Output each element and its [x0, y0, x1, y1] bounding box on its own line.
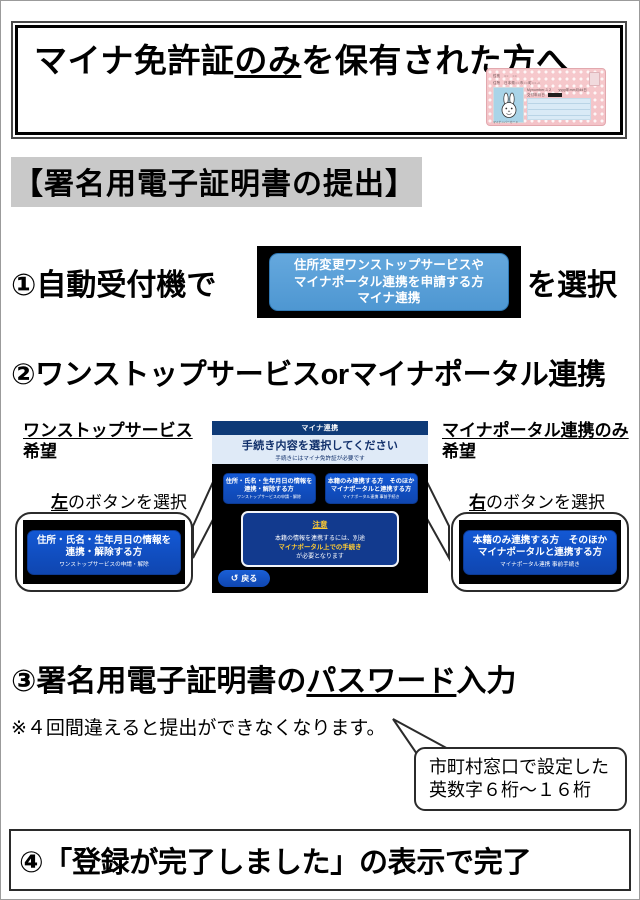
onestop-service-button-line3: ワンストップサービスの申請・解除: [237, 494, 301, 500]
rabbit-icon: [501, 92, 516, 118]
myna-portal-button-line3: マイナポータル連携 事前手続き: [342, 494, 400, 500]
step-2-diagram: ワンストップサービス 希望 左のボタンを選択 マイナポータル連携のみ 希望 右の…: [1, 416, 640, 616]
card-chip-icon: [589, 72, 600, 86]
card-address-line: 住所 日本県○○市○○町○○-○: [493, 81, 541, 85]
right-pick-note: 右のボタンを選択: [469, 488, 605, 513]
kiosk-screen-titlebar: マイナ連携: [212, 421, 428, 435]
card-text-area: Mynumber-1 2 yyyy年mm月dd日 交付年月日: [527, 87, 591, 121]
left-pick-note-emphasis: 左: [51, 493, 68, 512]
step-1-screen-frame: 住所変更ワンストップサービスや マイナポータル連携を申請する方 マイナ連携: [257, 246, 521, 318]
myna-portal-button-line1: 本籍のみ連携する方 そのほか: [327, 477, 415, 485]
mynumber-card-illustration: 性別 ○○ ○○ 住所 日本県○○市○○町○○-○ Mynumber-1 2 y…: [486, 68, 606, 126]
right-callout-button-line1: 本籍のみ連携する方 そのほか: [472, 534, 608, 546]
left-option-label: ワンストップサービス 希望: [23, 420, 193, 463]
password-hint-line2: 英数字６桁～１６桁: [429, 780, 591, 800]
onestop-service-button-line1: 住所・氏名・生年月日の情報を: [225, 477, 313, 485]
left-pick-note: 左のボタンを選択: [51, 488, 187, 513]
right-option-label-line2: 希望: [442, 442, 476, 462]
mynumber-link-button-line2: マイナポータル連携を申請する方: [293, 274, 485, 289]
onestop-service-button-line2: 連携・解除する方: [244, 485, 294, 493]
mynumber-link-button-line1: 住所変更ワンストップサービスや: [293, 257, 485, 272]
step-3-heading-prefix: ③署名用電子証明書の: [11, 665, 307, 698]
step-1-suffix: を選択: [527, 269, 617, 302]
right-option-label-line1: マイナポータル連携のみ: [442, 421, 629, 440]
step-1-prefix: ①自動受付機で: [11, 269, 217, 302]
myna-portal-button-line2: マイナポータルと連携する方: [330, 485, 412, 493]
right-callout-button-line3: マイナポータル連携 事前手続き: [500, 561, 580, 568]
kiosk-notice-title: 注意: [312, 519, 328, 529]
mynumber-link-button-line3: マイナ連携: [357, 291, 421, 306]
section-heading: 【署名用電子証明書の提出】: [11, 157, 422, 207]
left-pick-note-rest: のボタンを選択: [68, 493, 187, 512]
back-arrow-icon: ↺: [230, 573, 239, 583]
step-2-heading: ②ワンストップサービスorマイナポータル連携: [11, 359, 606, 391]
left-callout-button[interactable]: 住所・氏名・生年月日の情報を 連携・解除する方 ワンストップサービスの申請・解除: [27, 529, 181, 575]
step-3-heading-emphasis: パスワード: [306, 665, 457, 698]
card-redaction-bar: [548, 93, 563, 98]
step-3-heading: ③署名用電子証明書のパスワード入力: [11, 656, 516, 700]
card-photo: [493, 87, 524, 123]
card-issue-text: 交付年月日: [527, 93, 545, 97]
kiosk-screen-prompt-main: 手続き内容を選択してください: [241, 440, 399, 452]
left-callout-button-line2: 連携・解除する方: [65, 547, 143, 559]
card-name-line: 性別 ○○ ○○: [493, 74, 518, 78]
kiosk-back-button[interactable]: ↺ 戻る: [218, 570, 270, 587]
left-option-label-line2: 希望: [23, 442, 57, 462]
left-option-label-line1: ワンストップサービス: [23, 421, 193, 440]
card-issue-line: 交付年月日: [527, 92, 591, 98]
password-hint-bubble: 市町村窓口で設定した 英数字６桁～１６桁: [414, 747, 627, 811]
right-pick-note-rest: のボタンを選択: [486, 493, 605, 512]
right-callout-button-line2: マイナポータルと連携する方: [477, 547, 603, 559]
kiosk-screen-button-row: 住所・氏名・生年月日の情報を 連携・解除する方 ワンストップサービスの申請・解除…: [212, 473, 428, 504]
step-3-note: ※４回間違えると提出ができなくなります。: [11, 718, 386, 739]
card-id-text: Mynumber-1 2 yyyy年mm月dd日: [527, 88, 588, 92]
card-footnote: マイナンバーカード: [493, 120, 519, 124]
step-4-text: ④「登録が完了しました」の表示で完了: [19, 847, 532, 879]
right-pick-note-emphasis: 右: [469, 493, 486, 512]
kiosk-back-button-label: 戻る: [241, 574, 258, 583]
mynumber-link-button[interactable]: 住所変更ワンストップサービスや マイナポータル連携を申請する方 マイナ連携: [269, 253, 509, 311]
left-callout-screen: 住所・氏名・生年月日の情報を 連携・解除する方 ワンストップサービスの申請・解除: [23, 520, 185, 584]
kiosk-notice-line1: 本籍の情報を連携するには、別途: [274, 535, 365, 542]
step-1: ①自動受付機で 住所変更ワンストップサービスや マイナポータル連携を申請する方 …: [11, 246, 631, 318]
left-callout: 住所・氏名・生年月日の情報を 連携・解除する方 ワンストップサービスの申請・解除: [15, 512, 193, 592]
left-callout-button-line3: ワンストップサービスの申請・解除: [59, 561, 149, 568]
myna-portal-button[interactable]: 本籍のみ連携する方 そのほか マイナポータルと連携する方 マイナポータル連携 事…: [324, 473, 418, 504]
kiosk-screen-mock: マイナ連携 手続き内容を選択してください 手続きにはマイナ免許証が必要です 住所…: [212, 421, 428, 593]
right-callout-screen: 本籍のみ連携する方 そのほか マイナポータルと連携する方 マイナポータル連携 事…: [459, 520, 621, 584]
step-4-box: ④「登録が完了しました」の表示で完了: [9, 829, 631, 891]
kiosk-notice-line2: マイナポータル上での手続き: [278, 543, 362, 551]
card-blue-field: [527, 98, 591, 120]
password-hint-line1: 市町村窓口で設定した: [429, 756, 609, 777]
kiosk-screen-prompt-sub: 手続きにはマイナ免許証が必要です: [275, 456, 365, 462]
page-title-prefix: マイナ免許証: [34, 42, 235, 79]
title-box: マイナ免許証のみを保有された方へ 性別 ○○ ○○ 住所 日本県○○市○○町○○…: [15, 25, 623, 135]
kiosk-notice-box: 注意 本籍の情報を連携するには、別途 マイナポータル上での手続き が必要となりま…: [241, 511, 399, 567]
page-title-emphasis: のみ: [234, 42, 302, 79]
step-3-heading-suffix: 入力: [456, 665, 517, 698]
kiosk-notice-line3: が必要となります: [296, 553, 344, 560]
kiosk-screen-prompt: 手続き内容を選択してください 手続きにはマイナ免許証が必要です: [212, 435, 428, 464]
left-callout-button-line1: 住所・氏名・生年月日の情報を: [36, 534, 172, 546]
right-callout: 本籍のみ連携する方 そのほか マイナポータルと連携する方 マイナポータル連携 事…: [451, 512, 629, 592]
right-callout-button[interactable]: 本籍のみ連携する方 そのほか マイナポータルと連携する方 マイナポータル連携 事…: [463, 529, 617, 575]
card-id-line: Mynumber-1 2 yyyy年mm月dd日: [527, 87, 591, 92]
onestop-service-button[interactable]: 住所・氏名・生年月日の情報を 連携・解除する方 ワンストップサービスの申請・解除: [222, 473, 316, 504]
right-option-label: マイナポータル連携のみ 希望: [442, 420, 629, 463]
